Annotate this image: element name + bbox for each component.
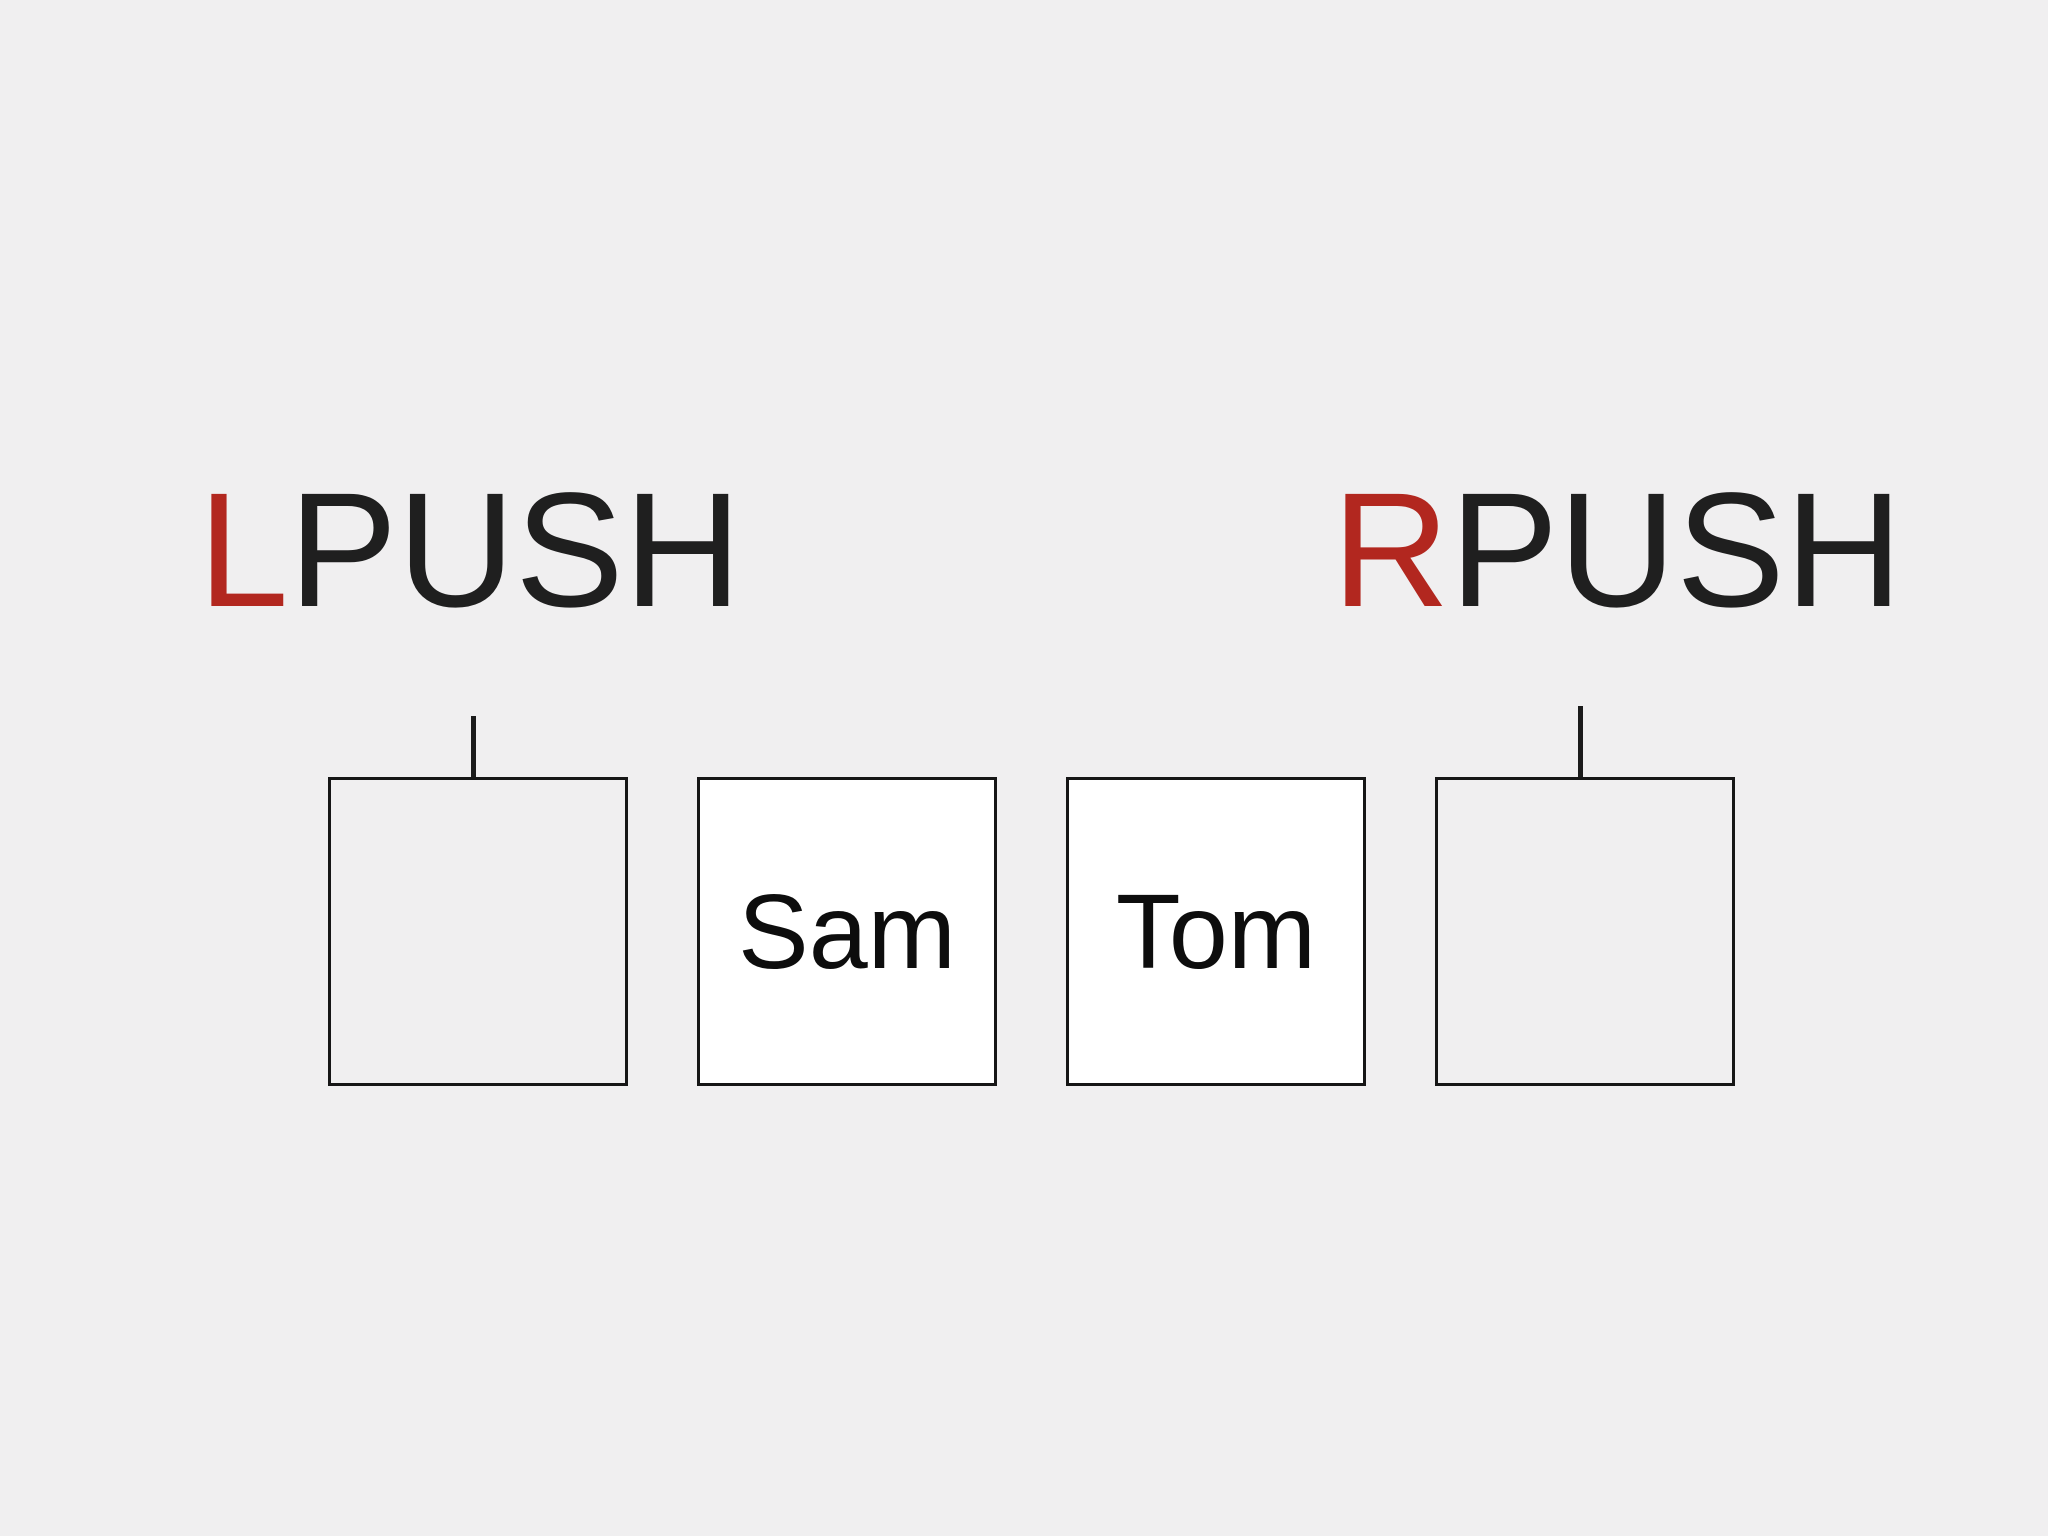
rpush-insert-marker [1578,706,1583,778]
list-cell-tom: Tom [1066,777,1366,1086]
list-cell-empty-right [1435,777,1735,1086]
lpush-accent-letter: L [198,458,289,641]
list-cell-empty-left [328,777,628,1086]
lpush-title: LPUSH [198,468,742,631]
list-cell-sam: Sam [697,777,997,1086]
cell-label: Sam [738,872,956,991]
cell-label: Tom [1115,872,1317,991]
lpush-insert-marker [471,716,476,778]
rpush-title: RPUSH [1332,468,1903,631]
rpush-accent-letter: R [1332,458,1450,641]
rpush-title-rest: PUSH [1449,458,1903,641]
lpush-title-rest: PUSH [288,458,742,641]
